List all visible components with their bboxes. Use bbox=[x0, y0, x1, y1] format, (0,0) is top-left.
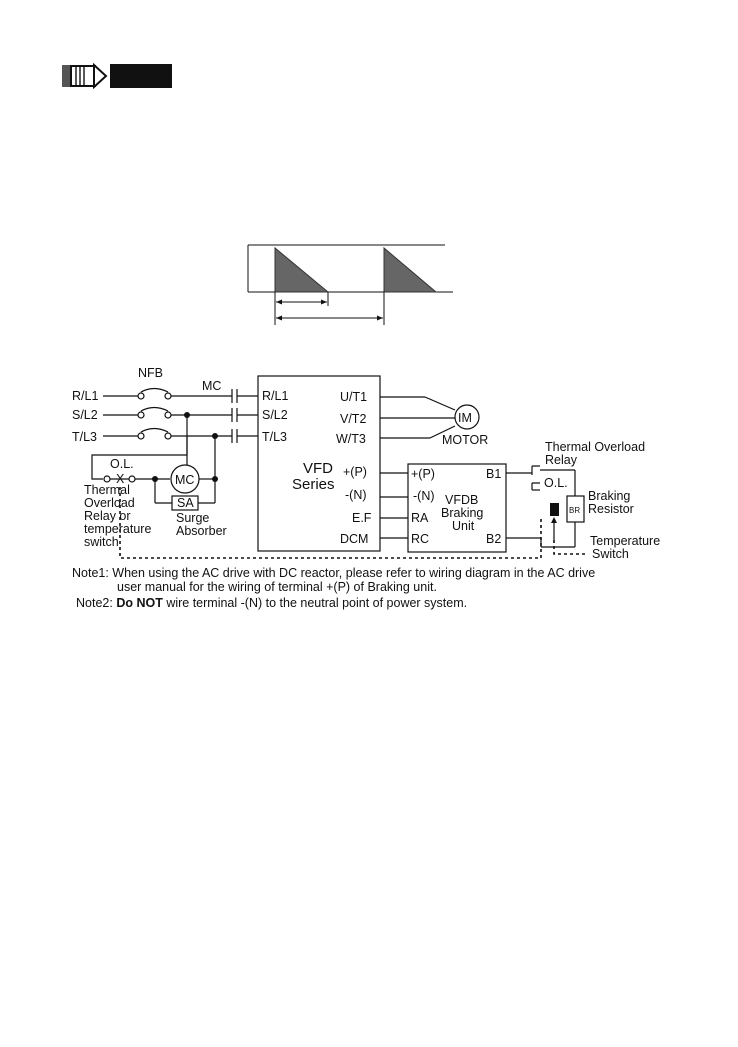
vfd-ef: E.F bbox=[352, 511, 372, 525]
vfd-out-v: V/T2 bbox=[340, 412, 366, 426]
overload-text-3: Relay or bbox=[84, 509, 131, 523]
motor-label: MOTOR bbox=[442, 433, 488, 447]
vfd-in-t: T/L3 bbox=[262, 430, 287, 444]
note2-rest: wire terminal -(N) to the neutral point … bbox=[163, 596, 467, 610]
bu-name-1: VFDB bbox=[445, 493, 478, 507]
temp-switch-label-1: Temperature bbox=[590, 534, 660, 548]
surge-label-2: Absorber bbox=[176, 524, 227, 538]
vfd-unit: R/L1 S/L2 T/L3 U/T1 V/T2 W/T3 VFD Series… bbox=[257, 375, 381, 552]
note1-line1: Note1: When using the AC drive with DC r… bbox=[72, 566, 595, 580]
thermal-relay-label-1: Thermal Overload bbox=[545, 440, 645, 454]
mc-label: MC bbox=[202, 379, 221, 393]
pencil-icon bbox=[62, 62, 108, 90]
braking-resistor-circuit: O.L. Thermal Overload Relay BR Braking R… bbox=[119, 440, 660, 561]
motor-symbol: IM bbox=[458, 411, 472, 425]
bu-name-2: Braking bbox=[441, 506, 483, 520]
vfd-out-w: W/T3 bbox=[336, 432, 366, 446]
bu-minus: -(N) bbox=[413, 489, 435, 503]
vfd-dc-plus: +(P) bbox=[343, 465, 367, 479]
nfb-label: NFB bbox=[138, 366, 163, 380]
bu-ra: RA bbox=[411, 511, 429, 525]
surge-box-label: SA bbox=[177, 496, 194, 510]
overload-text-4: temperature bbox=[84, 522, 151, 536]
ol-x-mark: X bbox=[116, 472, 125, 486]
vfd-out-u: U/T1 bbox=[340, 390, 367, 404]
note2-prefix: Note2: bbox=[76, 596, 116, 610]
temp-switch-label-2: Switch bbox=[592, 547, 629, 561]
bu-rc: RC bbox=[411, 532, 429, 546]
motor-circle bbox=[454, 404, 480, 430]
vfd-to-brake-wires bbox=[380, 472, 408, 539]
br-label-1: Braking bbox=[588, 489, 630, 503]
vfd-in-r: R/L1 bbox=[262, 389, 288, 403]
bu-plus: +(P) bbox=[411, 467, 435, 481]
vfd-name-2: Series bbox=[292, 476, 335, 493]
br-label-2: Resistor bbox=[588, 502, 634, 516]
bu-b2: B2 bbox=[486, 532, 501, 546]
ol-left-label: O.L. bbox=[110, 457, 134, 471]
supply-t-label: T/L3 bbox=[72, 430, 97, 444]
motor-wiring: IM MOTOR bbox=[380, 396, 488, 447]
vfd-dcm: DCM bbox=[340, 532, 368, 546]
overload-text-2: Overload bbox=[84, 496, 135, 510]
duty-cycle-figure bbox=[247, 244, 453, 325]
supply-wires bbox=[91, 387, 258, 480]
vfd-dc-minus: -(N) bbox=[345, 488, 367, 502]
note2-bold: Do NOT bbox=[116, 596, 163, 610]
overload-text-1: Thermal bbox=[84, 483, 130, 497]
temperature-switch bbox=[550, 503, 559, 516]
braking-unit: +(P) -(N) RA RC B1 B2 VFDB Braking Unit bbox=[407, 463, 507, 553]
note1-line2: user manual for the wiring of terminal +… bbox=[117, 580, 437, 594]
note-badge bbox=[110, 64, 172, 88]
bu-name-3: Unit bbox=[452, 519, 475, 533]
br-symbol: BR bbox=[569, 506, 580, 515]
surge-label-1: Surge bbox=[176, 511, 209, 525]
vfd-in-s: S/L2 bbox=[262, 408, 288, 422]
note2: Note2: Do NOT wire terminal -(N) to the … bbox=[76, 596, 467, 610]
bu-b1: B1 bbox=[486, 467, 501, 481]
supply-s-label: S/L2 bbox=[72, 408, 98, 422]
supply-r-label: R/L1 bbox=[72, 389, 98, 403]
vfd-name-1: VFD bbox=[303, 460, 333, 477]
mc-coil-label: MC bbox=[175, 473, 194, 487]
ol-right-label: O.L. bbox=[544, 476, 568, 490]
overload-text-5: switch bbox=[84, 535, 119, 549]
control-circuit: O.L. X MC SA Surge Absorber Thermal Over… bbox=[84, 457, 227, 549]
thermal-relay-label-2: Relay bbox=[545, 453, 578, 467]
